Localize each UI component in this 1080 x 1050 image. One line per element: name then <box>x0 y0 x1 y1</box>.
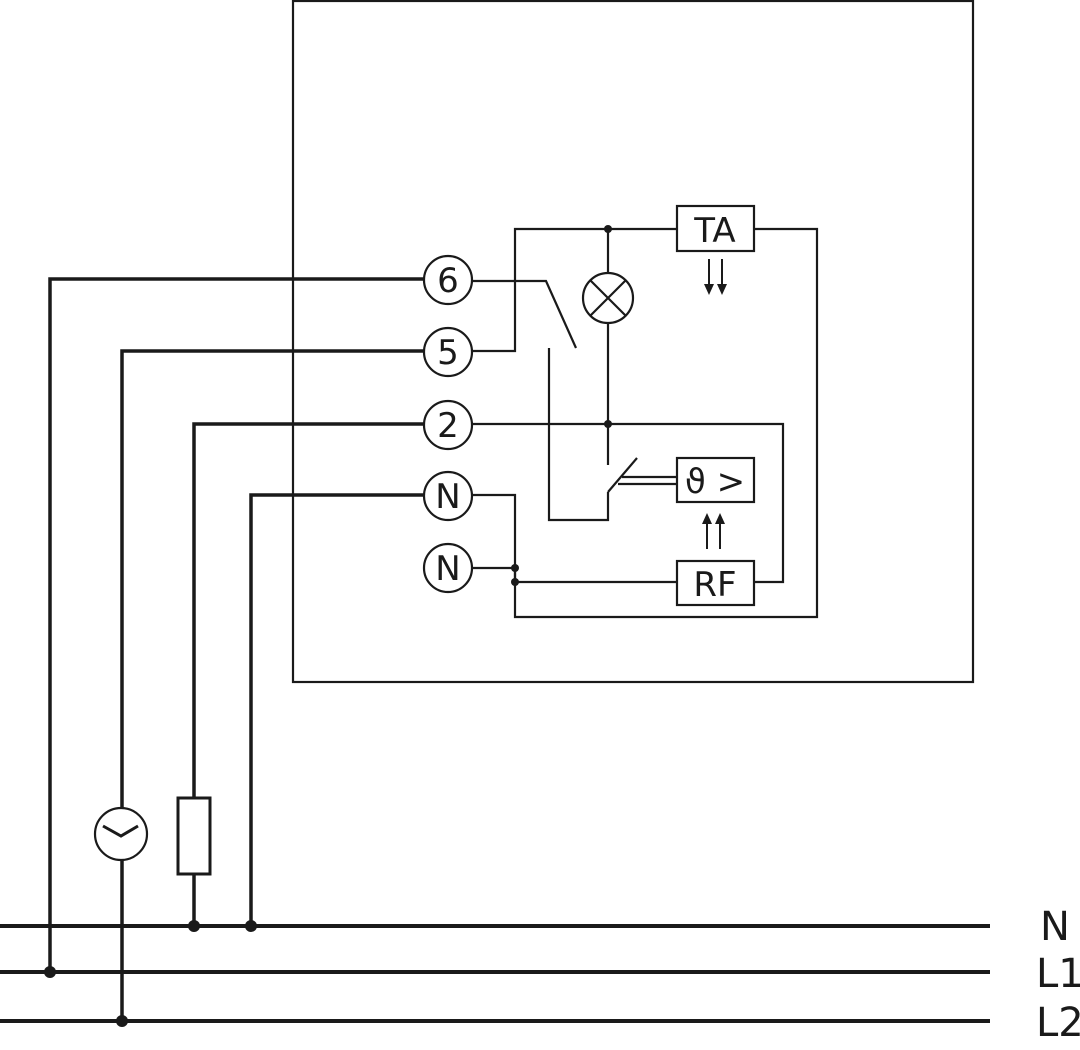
feeder-6 <box>48 277 423 972</box>
wire-n2-rf <box>473 566 677 584</box>
clock-icon <box>93 806 149 862</box>
junction-n-2 <box>245 920 257 932</box>
terminal-n-2-label: N <box>435 549 460 589</box>
feeder-5 <box>120 349 423 808</box>
terminal-n-1: N <box>422 470 474 522</box>
terminal-n-1-label: N <box>435 477 460 517</box>
rf-box <box>675 559 756 607</box>
feeder-n <box>249 493 423 926</box>
terminal-n-2: N <box>422 542 474 594</box>
ta-arrows-icon <box>704 259 727 295</box>
wire-2-rail <box>473 422 785 584</box>
wire-switch-return <box>547 348 610 522</box>
feeder-2 <box>192 422 423 798</box>
terminal-5-label: 5 <box>437 333 459 373</box>
junction-n-1 <box>188 920 200 932</box>
temp-sensor-box <box>675 456 756 504</box>
junction-l1 <box>44 966 56 978</box>
ta-label: TA <box>693 211 735 251</box>
wire-ta-loop <box>473 227 819 619</box>
rf-label: RF <box>693 565 736 605</box>
terminal-6: 6 <box>422 254 474 306</box>
wire-5-rail <box>473 227 677 353</box>
ta-box <box>675 204 756 253</box>
lamp-icon <box>581 271 635 325</box>
resistor-icon <box>176 796 212 876</box>
temp-sensor-label: ϑ > <box>685 462 745 502</box>
terminal-2: 2 <box>422 399 474 451</box>
bus-l2-label: L2 <box>1036 1000 1080 1046</box>
junction-n-internal-1 <box>511 564 519 572</box>
device-housing <box>291 0 975 684</box>
terminal-5: 5 <box>422 326 474 378</box>
junction-n-internal-2 <box>511 578 519 586</box>
terminal-2-label: 2 <box>437 406 459 446</box>
terminal-6-label: 6 <box>437 261 459 301</box>
thermostat-contact <box>607 457 638 493</box>
wire-6-switch <box>473 279 578 349</box>
bus-l1-label: L1 <box>1036 951 1080 997</box>
rf-arrows-icon <box>702 513 725 549</box>
junction-l2 <box>116 1015 128 1027</box>
bus-n-label: N <box>1040 904 1070 950</box>
